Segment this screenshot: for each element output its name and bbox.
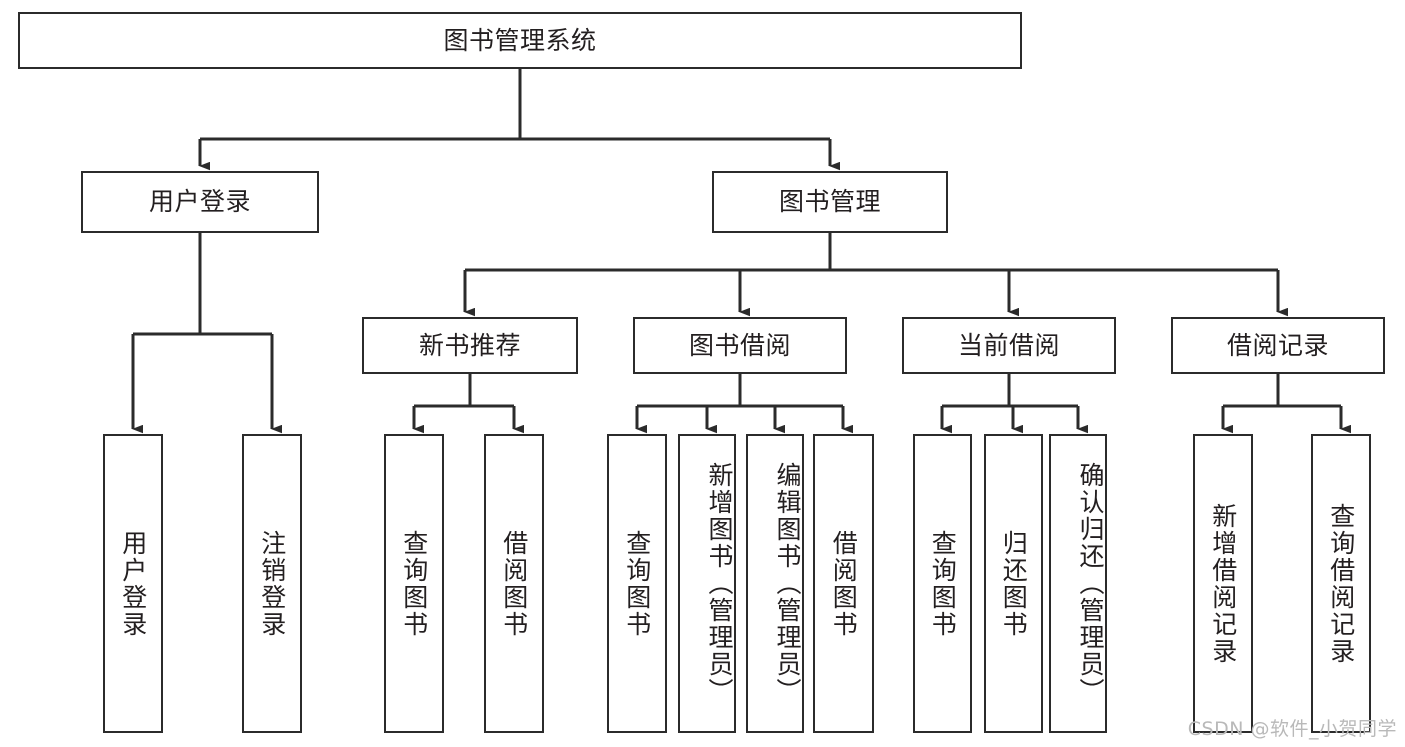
node-new-book-rec[interactable]: 新书推荐 xyxy=(362,317,578,374)
node-leaf-edit-book-label: 编辑图书（管理员） xyxy=(773,462,802,705)
node-leaf-add-record-label: 新增借阅记录 xyxy=(1208,502,1238,665)
node-leaf-return-book[interactable]: 归还图书 xyxy=(984,434,1043,733)
node-leaf-borrow-book-1[interactable]: 借阅图书 xyxy=(484,434,544,733)
node-book-borrow[interactable]: 图书借阅 xyxy=(633,317,847,374)
node-leaf-query-book-1-label: 查询图书 xyxy=(399,529,429,638)
watermark-text: CSDN @软件_小贺同学 xyxy=(1187,718,1397,740)
node-new-book-rec-label: 新书推荐 xyxy=(418,330,521,360)
node-book-borrow-label: 图书借阅 xyxy=(688,330,791,360)
node-leaf-add-book-label: 新增图书（管理员） xyxy=(705,462,734,705)
node-user-login-label: 用户登录 xyxy=(148,187,251,217)
node-leaf-user-logout-label: 注销登录 xyxy=(257,529,287,638)
node-leaf-edit-book[interactable]: 编辑图书（管理员） xyxy=(746,434,804,733)
node-borrow-record-label: 借阅记录 xyxy=(1226,330,1329,360)
node-leaf-confirm-return-label: 确认归还（管理员） xyxy=(1076,462,1105,705)
node-leaf-query-record[interactable]: 查询借阅记录 xyxy=(1311,434,1371,733)
node-borrow-record[interactable]: 借阅记录 xyxy=(1171,317,1385,374)
node-book-manage[interactable]: 图书管理 xyxy=(712,171,948,233)
node-leaf-query-book-3-label: 查询图书 xyxy=(928,529,958,638)
node-leaf-user-login-label: 用户登录 xyxy=(118,529,148,638)
node-leaf-query-book-3[interactable]: 查询图书 xyxy=(913,434,972,733)
node-leaf-query-book-1[interactable]: 查询图书 xyxy=(384,434,444,733)
node-leaf-add-record[interactable]: 新增借阅记录 xyxy=(1193,434,1253,733)
node-root-label: 图书管理系统 xyxy=(443,25,597,55)
node-current-borrow[interactable]: 当前借阅 xyxy=(902,317,1116,374)
node-leaf-query-book-2[interactable]: 查询图书 xyxy=(607,434,667,733)
node-leaf-user-login[interactable]: 用户登录 xyxy=(103,434,163,733)
node-root[interactable]: 图书管理系统 xyxy=(18,12,1022,69)
node-leaf-borrow-book-2[interactable]: 借阅图书 xyxy=(813,434,874,733)
node-leaf-borrow-book-2-label: 借阅图书 xyxy=(829,529,859,638)
node-user-login[interactable]: 用户登录 xyxy=(81,171,319,233)
node-leaf-add-book[interactable]: 新增图书（管理员） xyxy=(678,434,736,733)
node-leaf-borrow-book-1-label: 借阅图书 xyxy=(499,529,529,638)
node-leaf-return-book-label: 归还图书 xyxy=(999,529,1029,638)
node-leaf-query-book-2-label: 查询图书 xyxy=(622,529,652,638)
node-leaf-confirm-return[interactable]: 确认归还（管理员） xyxy=(1049,434,1107,733)
node-leaf-query-record-label: 查询借阅记录 xyxy=(1326,502,1356,665)
node-book-manage-label: 图书管理 xyxy=(778,187,881,217)
node-current-borrow-label: 当前借阅 xyxy=(957,330,1060,360)
node-leaf-user-logout[interactable]: 注销登录 xyxy=(242,434,302,733)
